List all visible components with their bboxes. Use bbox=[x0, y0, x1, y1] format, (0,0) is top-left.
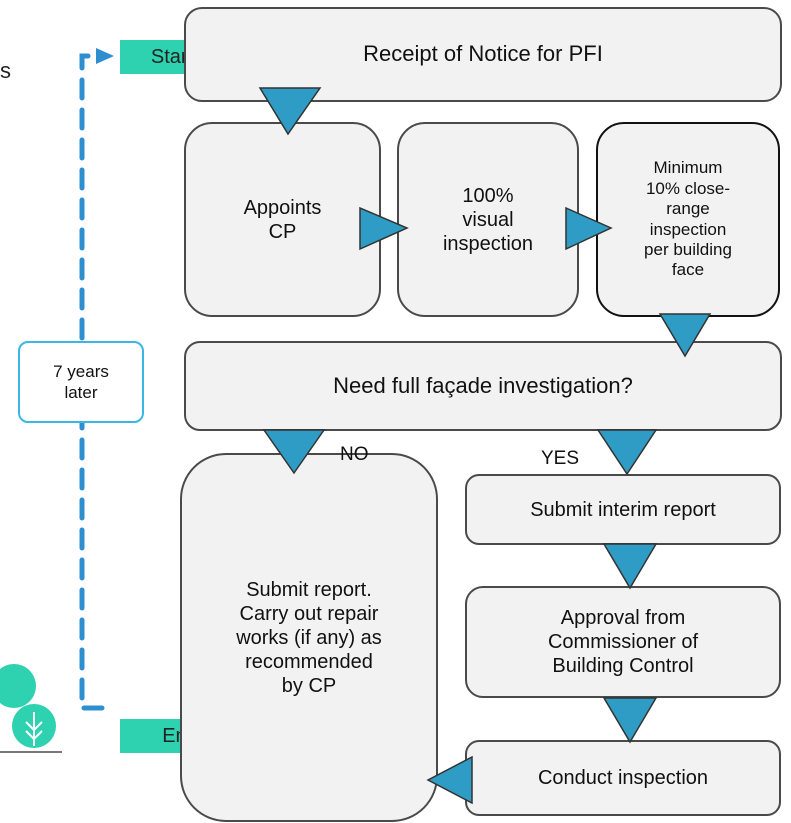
receipt-box: Receipt of Notice for PFI bbox=[184, 7, 782, 102]
arrow-decision-no bbox=[262, 429, 326, 475]
arrow-interim-to-approval bbox=[602, 543, 658, 590]
yes-branch-label: YES bbox=[541, 448, 580, 469]
close-range-inspection-box: Minimum 10% close- range inspection per … bbox=[596, 122, 780, 317]
loop-arrow-head bbox=[96, 48, 114, 64]
arrow-closerange-to-decision bbox=[658, 313, 712, 358]
cropped-text-fragment: s bbox=[0, 58, 11, 83]
loop-duration-label: 7 years later bbox=[18, 341, 144, 423]
arrow-visual-to-closerange bbox=[565, 206, 613, 251]
submit-report-box: Submit report. Carry out repair works (i… bbox=[180, 453, 438, 822]
interim-report-box: Submit interim report bbox=[465, 474, 781, 545]
arrow-appoints-to-visual bbox=[359, 206, 409, 251]
appoints-cp-box: Appoints CP bbox=[184, 122, 381, 317]
tree-icon bbox=[0, 664, 62, 753]
arrow-conduct-to-submit bbox=[426, 755, 473, 805]
decision-box: Need full façade investigation? bbox=[184, 341, 782, 431]
arrow-decision-yes bbox=[596, 429, 658, 476]
arrow-receipt-to-appoints bbox=[258, 87, 322, 136]
arrow-approval-to-conduct bbox=[602, 697, 658, 744]
no-branch-label: NO bbox=[340, 444, 369, 465]
approval-box: Approval from Commissioner of Building C… bbox=[465, 586, 781, 698]
visual-inspection-box: 100% visual inspection bbox=[397, 122, 579, 317]
